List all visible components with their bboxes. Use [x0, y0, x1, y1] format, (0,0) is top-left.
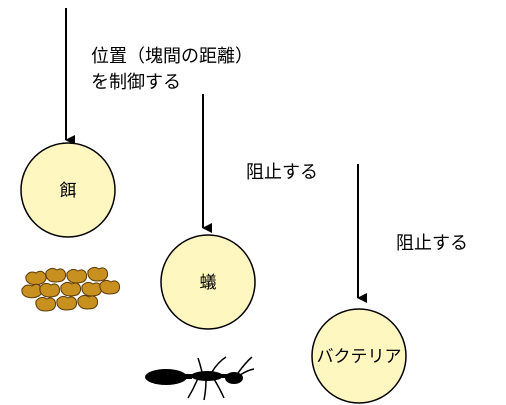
node-bait-label: 餌 [60, 181, 77, 201]
node-bacteria [311, 308, 407, 404]
ant-icon [145, 356, 255, 401]
annotation-block-2: 阻止する [396, 233, 468, 254]
annotation-block-1: 阻止する [246, 162, 318, 183]
node-bacteria-label: バクテリア [317, 347, 402, 367]
node-ant-label: 蟻 [200, 273, 217, 293]
annotation-position-line-2: を制御する [91, 72, 181, 93]
annotation-position-line-1: 位置（塊間の距離） [91, 46, 253, 67]
node-bait [20, 142, 116, 238]
node-ant [160, 234, 256, 330]
bait-pile-icon [21, 266, 121, 312]
